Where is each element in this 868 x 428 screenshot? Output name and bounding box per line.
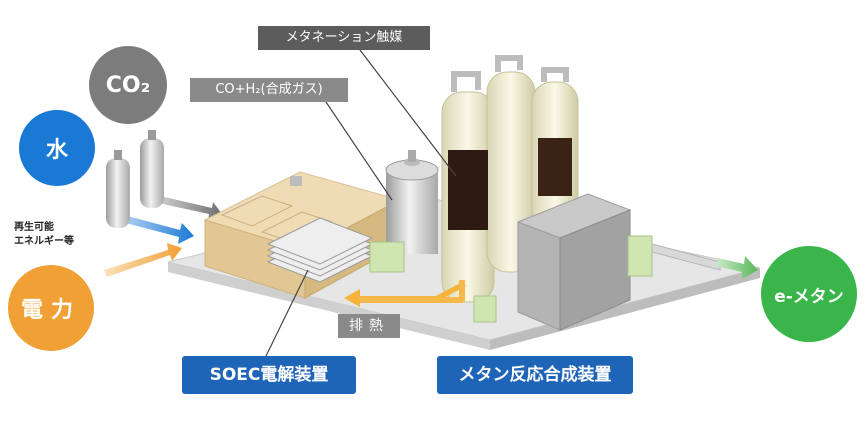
- renewable-line-1: 再生可能: [14, 222, 54, 233]
- water-input-circle: 水: [19, 110, 95, 186]
- soec-equipment-label: SOEC電解装置: [182, 356, 356, 394]
- power-input-circle: 電力: [8, 265, 94, 351]
- gas-cylinders: [106, 130, 164, 228]
- methanation-reactor-box: [473, 193, 653, 331]
- renewable-line-2: エネルギー等: [14, 236, 74, 247]
- methanation-equipment-label: メタン反応合成装置: [437, 356, 633, 394]
- co2-label: CO₂: [105, 72, 151, 98]
- co2-input-circle: CO₂: [89, 46, 167, 124]
- power-label: 電力: [20, 298, 81, 323]
- catalyst-callout: メタネーション触媒: [258, 26, 430, 50]
- exhaust-heat-arrow: [344, 282, 466, 307]
- power-flow-arrow: [104, 243, 182, 277]
- product-flow-arrow: [716, 256, 758, 279]
- water-flow-arrow: [118, 214, 194, 244]
- output-pipe: [651, 243, 758, 279]
- co2-flow-arrow: [158, 196, 222, 221]
- syngas-callout: CO+H₂(合成ガス): [190, 78, 348, 102]
- syngas-leader-line: [325, 101, 393, 201]
- e-methane-label: e-メタン: [774, 286, 844, 307]
- catalyst-leader-line: [359, 49, 457, 177]
- water-label: 水: [45, 138, 68, 163]
- exhaust-heat-callout: 排熱: [338, 314, 400, 338]
- soec-leader-line: [265, 269, 309, 357]
- syngas-tank: [369, 150, 439, 273]
- e-methane-output-circle: e-メタン: [761, 246, 857, 342]
- exhaust-heat-stroke: [360, 280, 465, 303]
- renewable-energy-note: 再生可能 エネルギー等: [14, 221, 74, 249]
